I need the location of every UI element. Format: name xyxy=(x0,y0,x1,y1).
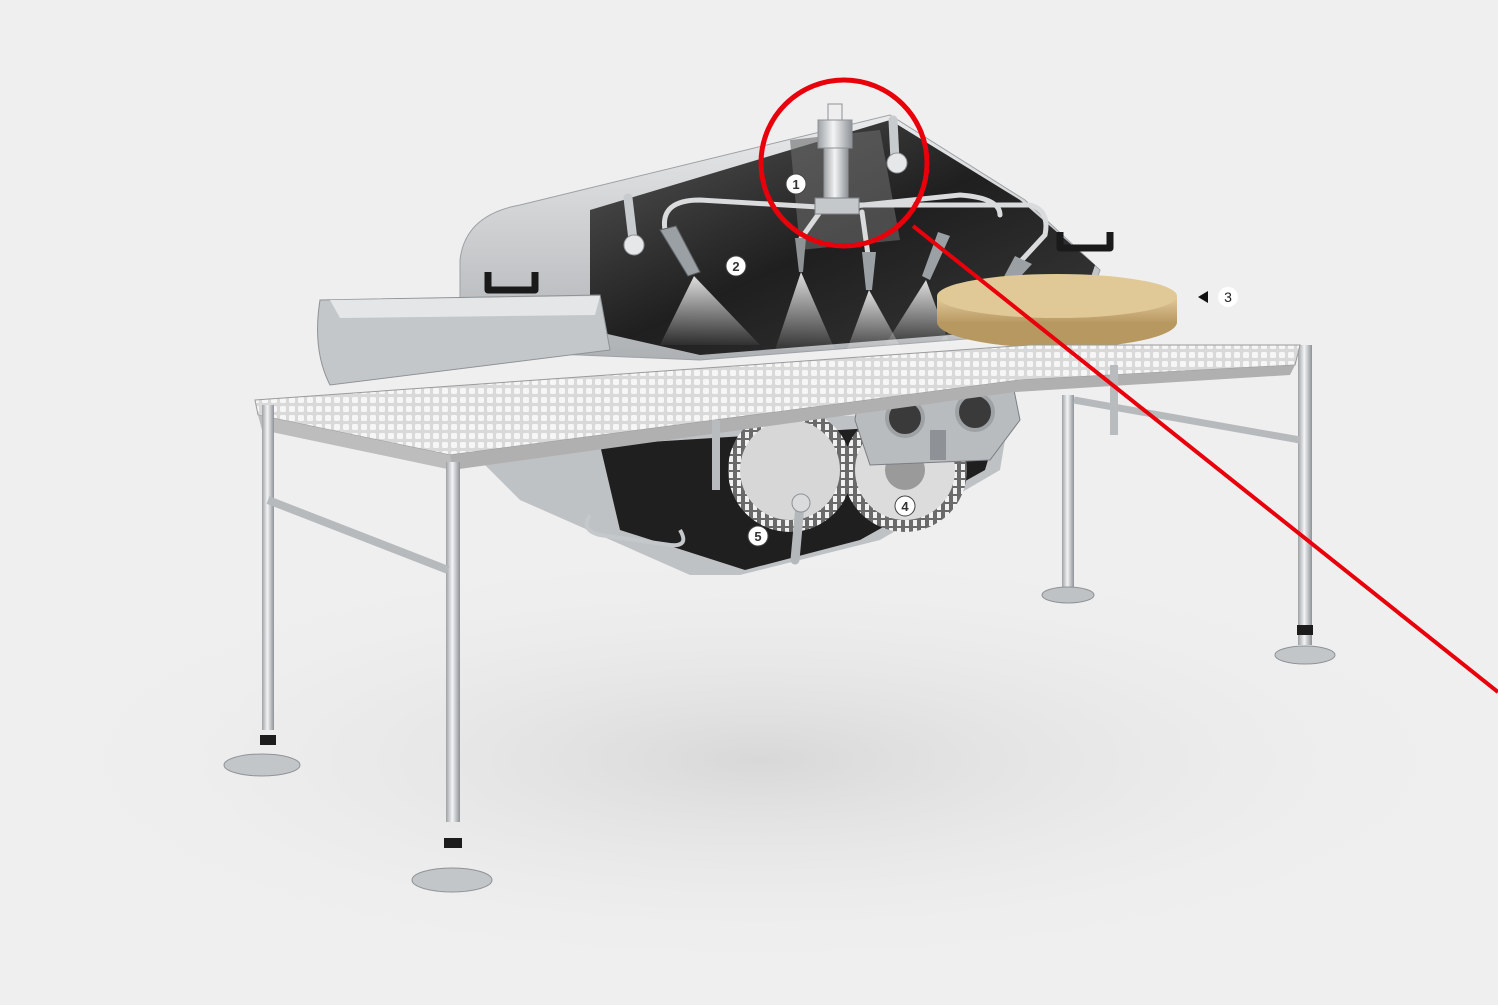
annotation-pointer-line xyxy=(911,224,1498,694)
marker-5: 5 xyxy=(747,525,769,547)
svg-text:1: 1 xyxy=(792,177,799,192)
highlight-circle xyxy=(758,77,930,249)
red-annotation xyxy=(758,77,1498,694)
marker-1: 1 xyxy=(785,173,807,195)
svg-text:5: 5 xyxy=(754,529,761,544)
marker-3: 3 xyxy=(1198,287,1238,307)
svg-text:3: 3 xyxy=(1224,289,1232,305)
drain-handle xyxy=(790,493,811,565)
marker-4: 4 xyxy=(894,495,916,517)
svg-text:2: 2 xyxy=(732,259,739,274)
floor-shadow xyxy=(0,540,1498,980)
svg-text:4: 4 xyxy=(901,499,909,514)
spray-manifold xyxy=(661,192,1049,265)
hood-knobs xyxy=(623,115,908,256)
rotary-nozzle-head xyxy=(814,103,860,215)
conveyor-belt xyxy=(254,344,1301,470)
marker-2: 2 xyxy=(725,255,747,277)
cheese-wheel xyxy=(937,274,1177,348)
front-legs xyxy=(223,365,1118,893)
entry-tunnel xyxy=(317,232,1114,386)
